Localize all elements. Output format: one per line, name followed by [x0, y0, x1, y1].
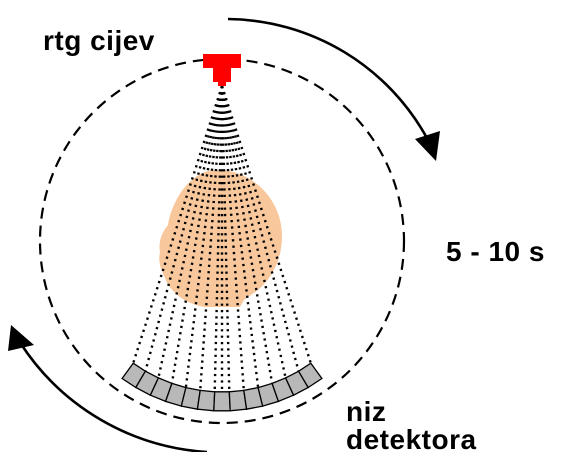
- xray-tube-icon: [203, 54, 241, 86]
- detector-array: [121, 362, 323, 412]
- detector-label-line1: niz: [346, 396, 387, 427]
- beam-ray: [144, 85, 224, 372]
- gantry-circle: [38, 57, 406, 425]
- beam-ray: [220, 85, 287, 379]
- beam-ray: [157, 85, 224, 379]
- detector-label-line2: detektora: [346, 424, 477, 455]
- detector-cell: [196, 389, 216, 412]
- beam-ray: [170, 85, 224, 384]
- time-label: 5 - 10 s: [446, 236, 545, 267]
- detector-label: niz detektora: [346, 398, 477, 454]
- rotation-arrow-bottom-left-icon: [8, 325, 208, 454]
- beam-ray: [220, 85, 300, 372]
- beam-ray: [220, 85, 274, 384]
- detector-cell: [297, 362, 323, 389]
- rotation-arrow-top-right-icon: [227, 17, 440, 161]
- tube-label: rtg cijev: [43, 25, 155, 56]
- xray-beam: [132, 85, 312, 392]
- detector-cell: [213, 391, 231, 412]
